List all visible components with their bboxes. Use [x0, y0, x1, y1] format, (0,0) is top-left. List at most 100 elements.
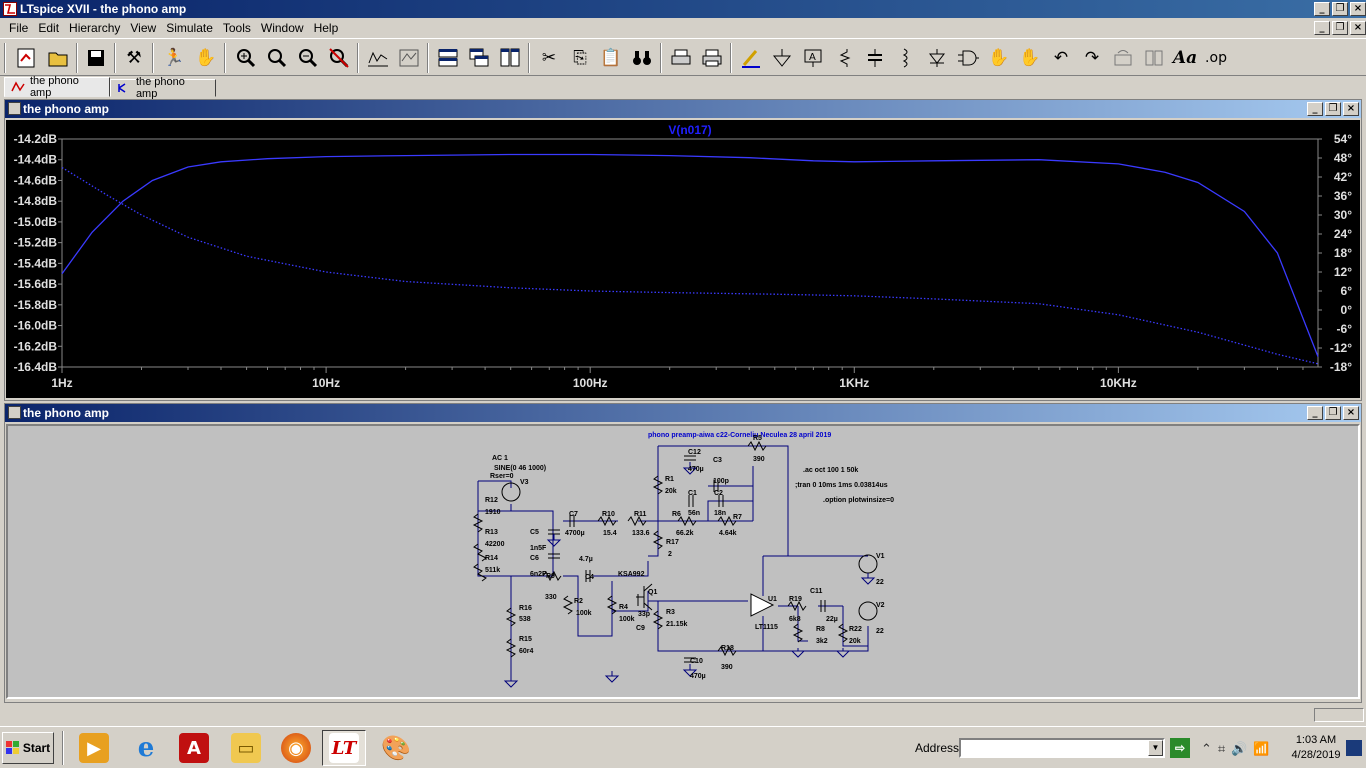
- inductor-icon[interactable]: [892, 44, 920, 72]
- run-icon[interactable]: 🏃: [163, 48, 185, 68]
- schematic-canvas[interactable]: phono preamp-aiwa c22-Corneliu Neculea 2…: [6, 424, 1360, 699]
- diode-icon[interactable]: [923, 44, 951, 72]
- media-player-icon[interactable]: ▶: [72, 730, 116, 766]
- menu-view[interactable]: View: [130, 21, 157, 35]
- value-c4: 4.7µ: [579, 556, 593, 563]
- firefox-icon[interactable]: ◉: [274, 730, 318, 766]
- restore-button[interactable]: ❐: [1332, 2, 1348, 16]
- tray-network-icon[interactable]: ⌗: [1217, 741, 1226, 757]
- close-button[interactable]: ×: [1350, 2, 1366, 16]
- zoom-cancel-icon[interactable]: [325, 44, 353, 72]
- move-hand-icon[interactable]: ✋: [988, 48, 1010, 68]
- acrobat-icon[interactable]: A: [172, 730, 216, 766]
- label-r8: R8: [816, 626, 825, 633]
- control-panel-hammer-icon[interactable]: ⚒: [126, 48, 142, 68]
- copy-icon[interactable]: ⎘: [573, 48, 587, 68]
- draw-wire-icon[interactable]: [737, 44, 765, 72]
- mirror-icon[interactable]: [1140, 44, 1168, 72]
- schematic-close-button[interactable]: ×: [1343, 406, 1359, 420]
- menu-window[interactable]: Window: [260, 21, 304, 35]
- minimize-button[interactable]: _: [1314, 2, 1330, 16]
- ltspice-icon[interactable]: LT: [322, 730, 366, 766]
- waveform-plot[interactable]: V(n017)-14.2dB-14.4dB-14.6dB-14.8dB-15.0…: [6, 120, 1360, 398]
- label-net-icon[interactable]: A: [799, 44, 827, 72]
- zoom-out-icon[interactable]: [294, 44, 322, 72]
- tab-waveform[interactable]: the phono amp: [4, 75, 110, 99]
- text-icon[interactable]: Aa: [1172, 48, 1198, 68]
- zoom-in-icon[interactable]: [232, 44, 260, 72]
- voltage-source-v1[interactable]: [858, 554, 878, 574]
- value-r17: 2: [668, 551, 672, 558]
- resistor-icon[interactable]: [830, 44, 858, 72]
- internet-explorer-icon[interactable]: e: [137, 733, 155, 763]
- waveform-close-button[interactable]: ×: [1343, 102, 1359, 116]
- redo-icon[interactable]: ↷: [1084, 48, 1100, 68]
- address-input[interactable]: [959, 738, 1165, 758]
- tile-horizontal-icon[interactable]: [434, 44, 462, 72]
- cut-icon[interactable]: ✂: [541, 48, 557, 68]
- voltage-source-v2[interactable]: [858, 601, 878, 621]
- menu-help[interactable]: Help: [313, 21, 339, 35]
- ltspice-app-icon[interactable]: [3, 2, 17, 16]
- toolbar-separator: [528, 43, 530, 73]
- waveform-settings-icon[interactable]: [395, 44, 423, 72]
- waveform-window-icon[interactable]: [8, 102, 21, 115]
- tray-volume-icon[interactable]: 🔊: [1231, 741, 1248, 757]
- cascade-icon[interactable]: [465, 44, 493, 72]
- directive-option[interactable]: .option plotwinsize=0: [823, 497, 894, 504]
- menu-edit[interactable]: Edit: [38, 21, 60, 35]
- drag-hand-icon[interactable]: ✋: [1019, 48, 1041, 68]
- waveform-restore-button[interactable]: ❐: [1325, 102, 1341, 116]
- spice-directive-icon[interactable]: .op: [1205, 50, 1227, 66]
- paste-icon[interactable]: 📋: [600, 48, 622, 68]
- zoom-pan-icon[interactable]: [263, 44, 291, 72]
- component-icon[interactable]: [954, 44, 982, 72]
- mdi-close-button[interactable]: ×: [1350, 21, 1366, 35]
- start-button[interactable]: Start: [2, 732, 54, 764]
- directive-tran[interactable]: ;tran 0 10ms 1ms 0.03814us: [795, 482, 888, 489]
- opamp-u1[interactable]: [750, 593, 775, 617]
- undo-icon[interactable]: ↶: [1053, 48, 1069, 68]
- file-explorer-icon[interactable]: ▭: [224, 730, 268, 766]
- paint-icon[interactable]: 🎨: [381, 734, 411, 762]
- menu-tools[interactable]: Tools: [222, 21, 251, 35]
- value-c10: 470µ: [690, 673, 706, 680]
- schematic-resistors[interactable]: [472, 440, 849, 658]
- directive-ac[interactable]: .ac oct 100 1 50k: [803, 467, 858, 474]
- tile-vertical-icon[interactable]: [496, 44, 524, 72]
- address-go-button[interactable]: ⇨: [1170, 738, 1190, 758]
- ground-icon[interactable]: [768, 44, 796, 72]
- mdi-restore-button[interactable]: ❐: [1332, 21, 1348, 35]
- address-dropdown-button[interactable]: ▼: [1148, 740, 1163, 756]
- new-schematic-icon[interactable]: [12, 44, 40, 72]
- print-icon[interactable]: [698, 44, 726, 72]
- schematic-restore-button[interactable]: ❐: [1325, 406, 1341, 420]
- halt-hand-icon[interactable]: ✋: [195, 48, 217, 68]
- show-desktop-icon[interactable]: [1346, 740, 1362, 756]
- mdi-minimize-button[interactable]: _: [1314, 21, 1330, 35]
- tray-expand-icon[interactable]: ⌃: [1201, 741, 1212, 757]
- print-setup-icon[interactable]: [667, 44, 695, 72]
- schematic-capacitors[interactable]: [548, 455, 826, 663]
- voltage-source-v3[interactable]: [501, 482, 521, 502]
- menu-file[interactable]: File: [9, 21, 29, 35]
- save-icon[interactable]: [82, 44, 110, 72]
- waveform-window-title: the phono amp: [23, 102, 109, 116]
- open-folder-icon[interactable]: [44, 44, 72, 72]
- menu-hierarchy[interactable]: Hierarchy: [69, 21, 121, 35]
- rotate-icon[interactable]: [1109, 44, 1137, 72]
- capacitor-icon[interactable]: [861, 44, 889, 72]
- y2-tick-label: -12°: [1330, 341, 1352, 355]
- tab-schematic[interactable]: the phono amp: [110, 76, 216, 100]
- bode-plot-svg[interactable]: V(n017)-14.2dB-14.4dB-14.6dB-14.8dB-15.0…: [6, 120, 1360, 398]
- schematic-minimize-button[interactable]: _: [1307, 406, 1323, 420]
- tray-signal-icon[interactable]: 📶: [1253, 741, 1270, 757]
- transistor-q1[interactable]: [636, 583, 653, 611]
- schematic-drawing[interactable]: phono preamp-aiwa c22-Corneliu Neculea 2…: [8, 426, 1358, 697]
- tray-clock[interactable]: 1:03 AM 4/28/2019: [1286, 733, 1346, 763]
- schematic-window-icon[interactable]: [8, 406, 21, 419]
- menu-simulate[interactable]: Simulate: [166, 21, 213, 35]
- find-binoculars-icon[interactable]: [628, 44, 656, 72]
- waveform-minimize-button[interactable]: _: [1307, 102, 1323, 116]
- autorange-icon[interactable]: [364, 44, 392, 72]
